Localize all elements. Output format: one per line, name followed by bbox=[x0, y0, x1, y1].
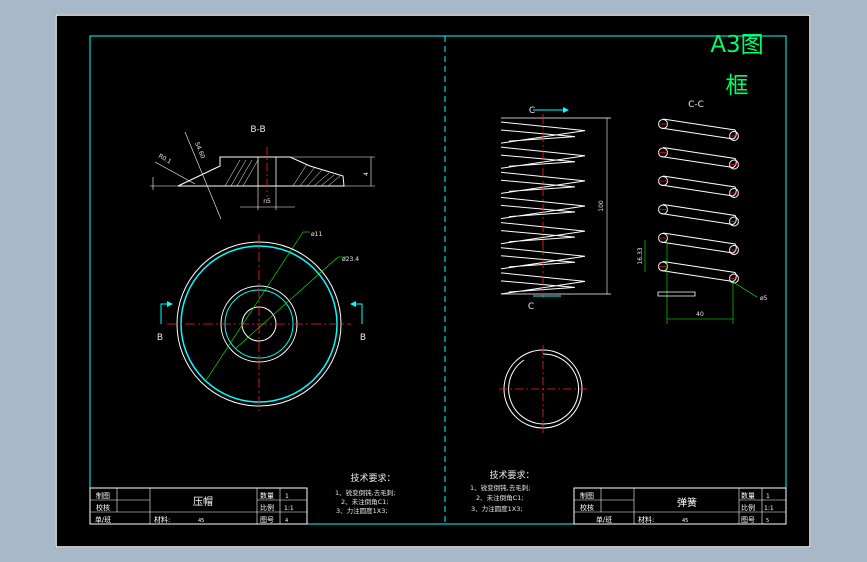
section-label-cc: C-C bbox=[688, 100, 704, 110]
view-mark-c-top: C bbox=[529, 106, 535, 116]
tb-drawn: 制图 bbox=[96, 491, 110, 500]
dim-length: 100 bbox=[598, 200, 605, 212]
tb-scale-value: 1:1 bbox=[284, 505, 294, 512]
drawing-sheet: A3图 框 B-B 4 n5 S4.60 R0.1 bbox=[55, 14, 811, 548]
left-req-item: 2、未注倒角C1; bbox=[341, 497, 389, 506]
tb-scale-value: 1:1 bbox=[764, 505, 774, 512]
cap-hatching bbox=[224, 159, 341, 187]
tb-part-name: 压帽 bbox=[193, 495, 213, 508]
spring-coil-section bbox=[660, 232, 737, 254]
tb-material-value: 45 bbox=[198, 518, 204, 524]
tb-drawing-no-value: 4 bbox=[285, 518, 288, 524]
tb-qty-value: 1 bbox=[285, 493, 289, 500]
cap-section-view: B-B 4 n5 S4.60 R0.1 bbox=[150, 125, 375, 220]
right-req-title: 技术要求： bbox=[489, 469, 534, 481]
tb-qty-label: 数量 bbox=[741, 491, 755, 500]
tb-material-label: 材料: bbox=[154, 515, 170, 524]
cap-profile bbox=[177, 156, 345, 187]
dim-wire: ø5 bbox=[760, 295, 768, 302]
cad-drawing: A3图 框 B-B 4 n5 S4.60 R0.1 bbox=[55, 14, 811, 548]
right-req-item: 3、力注圆度1X3; bbox=[471, 504, 523, 513]
frame-title-line1: A3图 bbox=[710, 32, 763, 58]
left-req-item: 1、锐变倒钝,去毛刺; bbox=[335, 488, 395, 497]
tb-drawing-no-label: 图号 bbox=[741, 516, 755, 524]
spring-front-view: C 100 C bbox=[500, 106, 611, 312]
tb-checked: 校核 bbox=[580, 503, 594, 512]
frame-title-line2: 框 bbox=[726, 73, 749, 99]
spring-section-coils bbox=[658, 118, 739, 284]
section-mark-b-right: B bbox=[360, 333, 366, 343]
spring-end-view bbox=[499, 345, 587, 433]
tb-scale-label: 比例 bbox=[741, 503, 755, 512]
tb-checked: 校核 bbox=[96, 503, 110, 512]
spring-section-view: C-C 40 16.33 ø5 bbox=[637, 100, 768, 324]
tb-drawing-no-value: 5 bbox=[766, 518, 769, 524]
right-req-item: 2、未注倒角C1; bbox=[476, 493, 524, 502]
spring-coil-section bbox=[660, 147, 737, 169]
right-req-item: 1、锐变倒钝,去毛刺; bbox=[470, 483, 530, 492]
inner-frame bbox=[89, 35, 787, 525]
dim-bore: n5 bbox=[263, 198, 271, 205]
spring-end-inner bbox=[508, 353, 580, 425]
section-label-bb: B-B bbox=[250, 125, 265, 135]
outer-border bbox=[55, 14, 811, 548]
tb-material-value: 45 bbox=[682, 518, 688, 524]
dim-d-inner: ø11 bbox=[311, 231, 322, 238]
spring-coil-section bbox=[660, 118, 737, 140]
dim-chamfer: R0.1 bbox=[157, 153, 173, 166]
spring-coil-section bbox=[660, 204, 737, 226]
tb-material-label: 材料: bbox=[638, 515, 654, 524]
tb-drawn: 制图 bbox=[580, 491, 594, 500]
tb-qty-label: 数量 bbox=[260, 491, 274, 500]
right-title-block: 制图 校核 单/班 弹簧 材料: 45 数量 1 比例 1:1 图号 5 bbox=[573, 487, 787, 525]
dim-height: 4 bbox=[363, 172, 370, 176]
tb-unit: 单/班 bbox=[596, 515, 612, 524]
left-req-title: 技术要求： bbox=[350, 472, 395, 484]
left-req-item: 3、力注圆度1X3; bbox=[336, 506, 388, 515]
section-mark-b-left: B bbox=[157, 333, 163, 343]
cap-top-view: ø11 ø23.4 B B bbox=[157, 231, 366, 414]
tb-scale-label: 比例 bbox=[260, 503, 274, 512]
tb-qty-value: 1 bbox=[766, 493, 770, 500]
left-requirements: 技术要求： 1、锐变倒钝,去毛刺; 2、未注倒角C1; 3、力注圆度1X3; bbox=[335, 472, 396, 515]
tb-drawing-no-label: 图号 bbox=[260, 516, 274, 524]
tb-unit: 单/班 bbox=[95, 515, 111, 524]
right-requirements: 技术要求： 1、锐变倒钝,去毛刺; 2、未注倒角C1; 3、力注圆度1X3; bbox=[470, 469, 535, 513]
dim-pitch: 16.33 bbox=[637, 247, 644, 264]
left-title-block: 制图 校核 单/班 压帽 材料: 45 数量 1 比例 1:1 图号 4 bbox=[89, 487, 308, 525]
spring-coil-section bbox=[660, 175, 737, 197]
view-mark-c-bottom: C bbox=[528, 302, 534, 312]
dim-width: 40 bbox=[696, 311, 704, 318]
dim-d-outer: ø23.4 bbox=[342, 256, 359, 263]
tb-part-name: 弹簧 bbox=[677, 496, 697, 509]
spring-coil-section bbox=[660, 261, 737, 283]
